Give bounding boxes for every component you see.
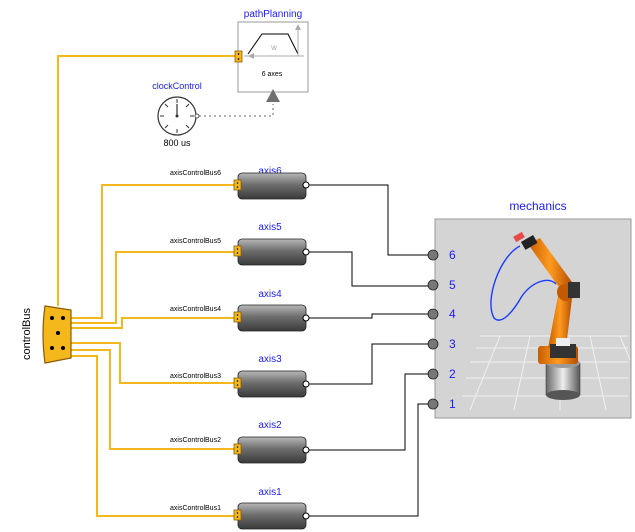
- path-planning-trigger-port[interactable]: [266, 89, 280, 102]
- clock-control-block[interactable]: clockControl 800 us: [152, 81, 202, 148]
- axis-block[interactable]: axis4 axisControlBus4: [170, 289, 310, 332]
- axis-bus-label: axisControlBus6: [170, 170, 221, 177]
- clock-period: 800 us: [163, 138, 191, 148]
- flange-port-5[interactable]: [427, 279, 439, 291]
- trajectory-curve: [247, 33, 299, 55]
- axis-name: axis6: [258, 166, 282, 177]
- axis-bus-label: axisControlBus2: [170, 437, 221, 444]
- port-number: 3: [449, 337, 456, 351]
- path-planning-block[interactable]: pathPlanning w 6 axes: [234, 9, 309, 102]
- port-number: 1: [449, 397, 456, 411]
- axis-name: axis2: [258, 420, 282, 431]
- flange-connections: [307, 184, 432, 517]
- mechanics-block[interactable]: mechanics: [427, 199, 632, 419]
- axis-block[interactable]: axis6 axisControlBus6: [170, 166, 310, 200]
- axis-block[interactable]: axis1 axisControlBus1: [170, 487, 310, 530]
- port-number: 5: [449, 278, 456, 292]
- axis-name: axis5: [258, 222, 282, 233]
- port-number: 2: [449, 367, 456, 381]
- flange-port-1[interactable]: [427, 398, 439, 410]
- port-number: 6: [449, 248, 456, 262]
- axis-bus-label: axisControlBus1: [170, 505, 221, 512]
- clock-control-label: clockControl: [152, 81, 202, 91]
- clock-signal-line: [199, 104, 274, 117]
- axis-bus-label: axisControlBus4: [170, 306, 221, 313]
- robot-icon: [513, 231, 581, 400]
- control-bus-connector[interactable]: controlBus: [21, 305, 72, 364]
- axis-bus-label: axisControlBus3: [170, 373, 221, 380]
- axis-bus-label: axisControlBus5: [170, 238, 221, 245]
- path-planning-label: pathPlanning: [244, 9, 302, 20]
- flange-port-3[interactable]: [427, 338, 439, 350]
- axes-group: axis6 axisControlBus6 axis5 axisControlB…: [170, 166, 310, 530]
- flange-port-6[interactable]: [427, 249, 439, 261]
- mechanics-label: mechanics: [509, 199, 566, 213]
- axis-name: axis4: [258, 289, 282, 300]
- path-planning-w: w: [270, 43, 277, 52]
- robot-trajectory: [490, 245, 557, 321]
- axis-block[interactable]: axis2 axisControlBus2: [170, 420, 310, 464]
- axis-block[interactable]: axis3 axisControlBus3: [170, 354, 310, 398]
- control-bus-label: controlBus: [21, 308, 33, 360]
- flange-port-4[interactable]: [427, 308, 439, 320]
- path-planning-axes: 6 axes: [262, 71, 283, 78]
- axis-block[interactable]: axis5 axisControlBus5: [170, 222, 310, 266]
- axis-name: axis3: [258, 354, 282, 365]
- axis-name: axis1: [258, 487, 282, 498]
- mechanics-ports: 6 5 4 3 2 1: [427, 248, 456, 411]
- flange-port-2[interactable]: [427, 368, 439, 380]
- port-number: 4: [449, 307, 456, 321]
- bus-connections: [57, 55, 236, 517]
